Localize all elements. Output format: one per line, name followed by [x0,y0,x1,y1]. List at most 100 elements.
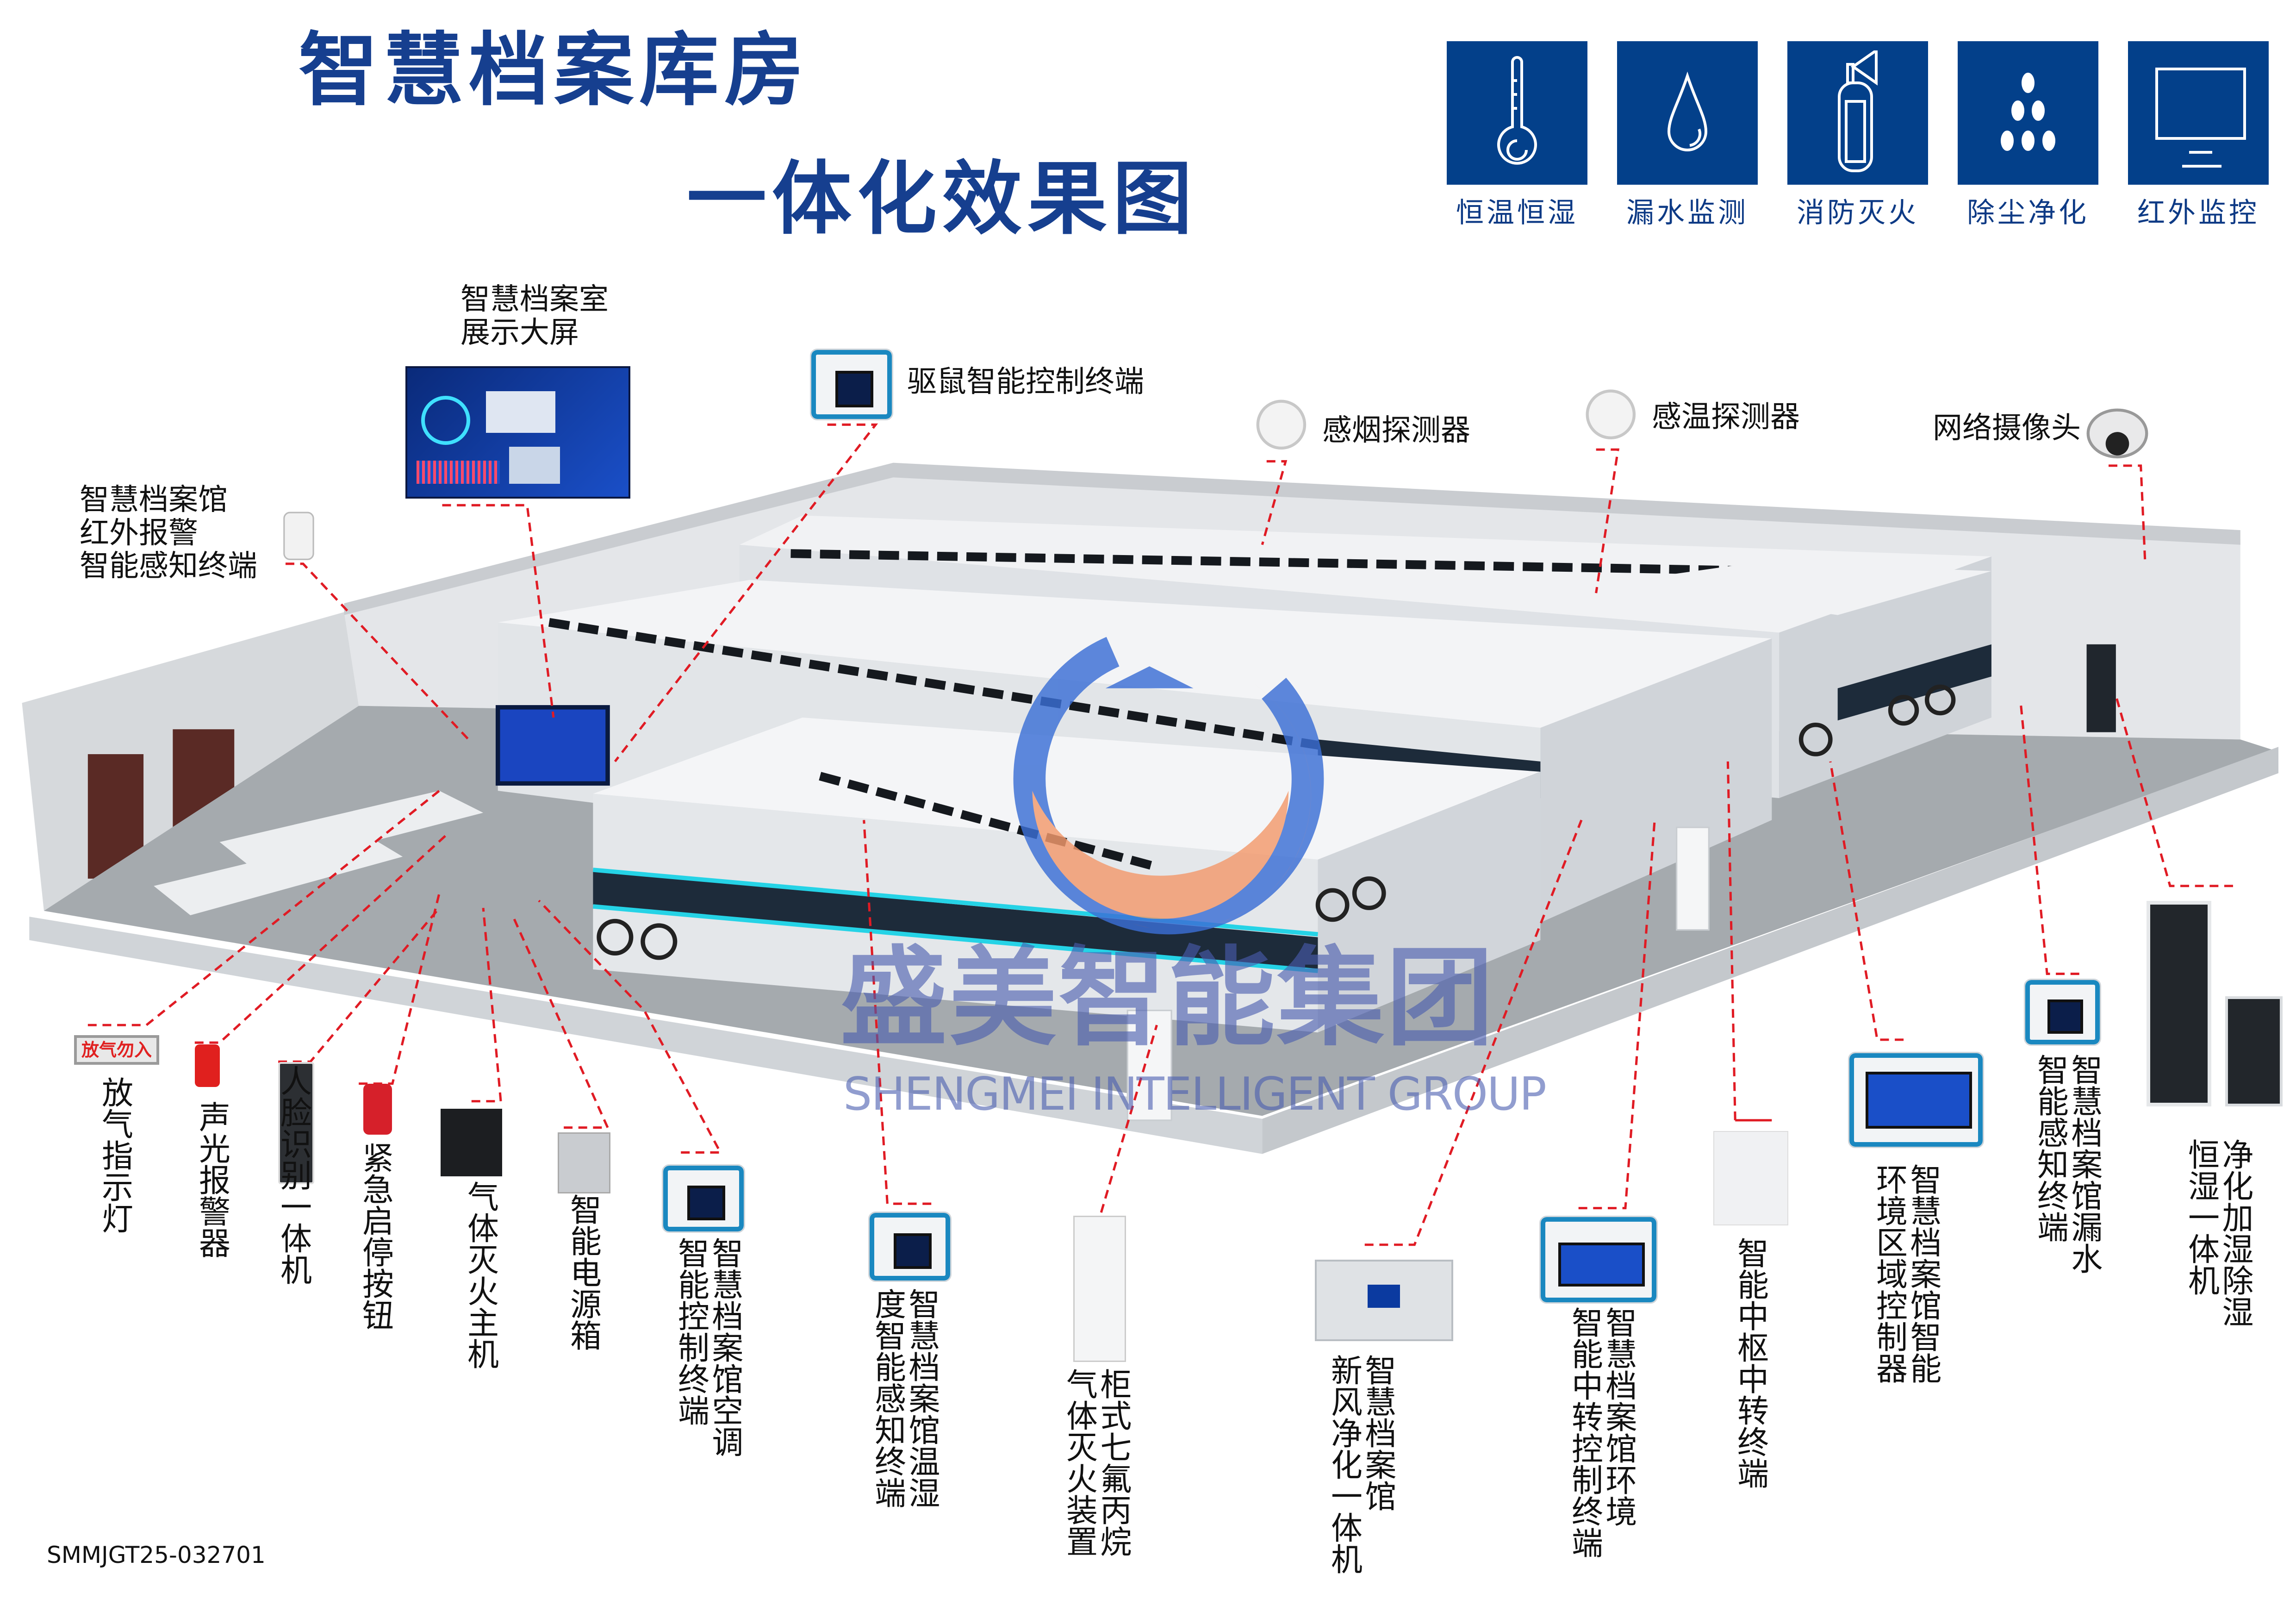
callout-rodent-repeller: 驱鼠智能控制终端 [907,365,1144,399]
feature-infrared-monitoring: 红外监控 [2128,41,2269,231]
front-wall-rim [29,917,1263,1154]
env-relay-terminal-device [1539,1216,1658,1304]
shelving-top [498,580,1772,728]
shelving-top [739,515,1991,633]
callout-power-box: 智能电源箱 [564,1193,601,1351]
smoke-detector-icon [1256,400,1307,450]
shelving-top [1611,562,1991,615]
device-screen [835,370,873,407]
callout-gas-release-light: 放气指示灯 [96,1076,132,1234]
camera-lens-icon [2105,432,2129,456]
screen-panel [486,391,555,433]
feature-tile [2128,41,2269,185]
feature-tile [1447,41,1587,185]
callout-infrared-alarm: 智慧档案馆 红外报警 智能感知终端 [80,483,257,584]
device-screen [1558,1243,1645,1287]
callout-text: 气体灭火主机 [461,1181,498,1369]
callout-leak-terminal: 智慧档案馆漏水智能感知终端 [2031,1054,2102,1274]
callout-hfc-extinguisher: 柜式七氟丙烷气体灭火装置 [1060,1368,1131,1557]
display-wall [495,705,610,786]
callout-text: 感烟探测器 [1322,413,1470,448]
callout-text: 智慧档案馆环境 [1599,1306,1636,1527]
feature-fire-suppression: 消防灭火 [1787,41,1928,231]
feature-label: 除尘净化 [1967,197,2089,229]
shelving-band [1837,644,1991,721]
callout-env-relay-terminal: 智慧档案馆环境智能中转控制终端 [1566,1306,1636,1558]
infrared-sensor-icon [283,512,314,560]
device-screen [1865,1072,1972,1129]
device-screen [687,1185,725,1221]
callout-text: 气体灭火装置 [1060,1368,1097,1557]
callout-gas-extinguish-host: 气体灭火主机 [461,1181,498,1369]
meeting-table [219,791,484,872]
callout-temp-humidity-terminal: 智慧档案馆温湿度智能感知终端 [869,1288,940,1508]
sound-light-alarm-device [195,1044,220,1087]
hfc-extinguisher-device [1073,1216,1126,1362]
purifier-device [2147,901,2211,1106]
callout-area-controller: 智慧档案馆智能环境区域控制器 [1870,1163,1941,1384]
feature-dust-purification: 除尘净化 [1958,41,2098,231]
feature-tile [1617,41,1758,185]
face-recognition-device [278,1062,314,1184]
callout-ac-control-terminal: 智慧档案馆空调智能控制终端 [672,1237,742,1457]
page-title: 智慧档案库房 [299,24,809,117]
shelving-rail [548,618,1421,766]
shelving-side [1318,772,1541,1033]
hub-relay-terminal-device [1713,1131,1788,1225]
feature-label: 消防灭火 [1797,197,1919,229]
callout-text: 网络摄像头 [1933,411,2081,445]
emergency-button-device [363,1084,392,1135]
callout-text: 红外报警 [80,516,198,550]
callout-text: 新风净化一体机 [1325,1354,1362,1574]
callout-text: 智慧档案馆漏水 [2065,1054,2102,1274]
callout-text: 人脸识别一体机 [274,1065,311,1285]
callout-text: 智慧档案馆智能 [1904,1163,1941,1384]
meeting-table [154,835,403,916]
callout-text: 智能电源箱 [564,1193,601,1351]
fire-extinguisher-icon [1838,50,1878,172]
cyan-light-strip [592,904,1318,973]
power-box-device [558,1132,610,1193]
callout-emergency-button: 紧急启停按钮 [356,1142,393,1330]
document-code: SMMJGT25-032701 [47,1542,266,1568]
callout-text: 智能感知终端 [2031,1054,2068,1243]
back-wall-rim [344,462,2240,615]
callout-text: 柜式七氟丙烷 [1094,1368,1131,1557]
callout-text: 净化加湿除湿 [2216,1138,2253,1327]
screen-panel [509,447,560,484]
callout-face-recognition: 人脸识别一体机 [274,1065,311,1285]
callout-text: 智慧档案室 [460,282,609,317]
callout-display-screen: 智慧档案室 展示大屏 [460,283,609,350]
area-controller-device [1848,1052,1984,1148]
cabinet [1676,826,1710,931]
fan-icons [597,684,1956,960]
callout-text: 紧急启停按钮 [356,1142,393,1330]
callout-text: 恒湿一体机 [2182,1138,2219,1296]
callout-text: 智慧档案馆温湿 [902,1288,940,1508]
monitor-icon [2155,68,2246,168]
screen-chart [417,461,500,484]
device-screen [1368,1285,1400,1308]
feature-constant-temp-humidity: 恒温恒湿 [1447,41,1587,231]
callout-heat-detector: 感温探测器 [1652,400,1800,434]
water-drop-icon [1667,71,1708,151]
callout-fresh-air-unit: 智慧档案馆新风净化一体机 [1325,1354,1395,1574]
callout-hub-relay-terminal: 智能中枢中转终端 [1731,1237,1768,1489]
dehumidifier-device [2225,996,2283,1106]
thermometer-icon [1497,56,1537,165]
heat-detector-icon [1586,389,1636,439]
callout-text: 智能感知终端 [80,549,257,584]
callout-text: 感温探测器 [1652,400,1800,434]
callout-sound-light-alarm: 声光报警器 [193,1101,230,1258]
callout-text: 度智能感知终端 [869,1288,906,1508]
callout-text: 环境区域控制器 [1870,1163,1907,1384]
rodent-repeller-device [810,349,893,420]
callout-humidity-purifier: 净化加湿除湿恒湿一体机 [2182,1138,2253,1327]
display-screen-image [405,366,630,499]
company-logo [1013,637,1324,935]
device-screen [894,1233,932,1269]
shelving-rail [790,549,1941,579]
temp-humidity-terminal-device [868,1212,952,1282]
feature-label: 恒温恒湿 [1456,197,1578,229]
